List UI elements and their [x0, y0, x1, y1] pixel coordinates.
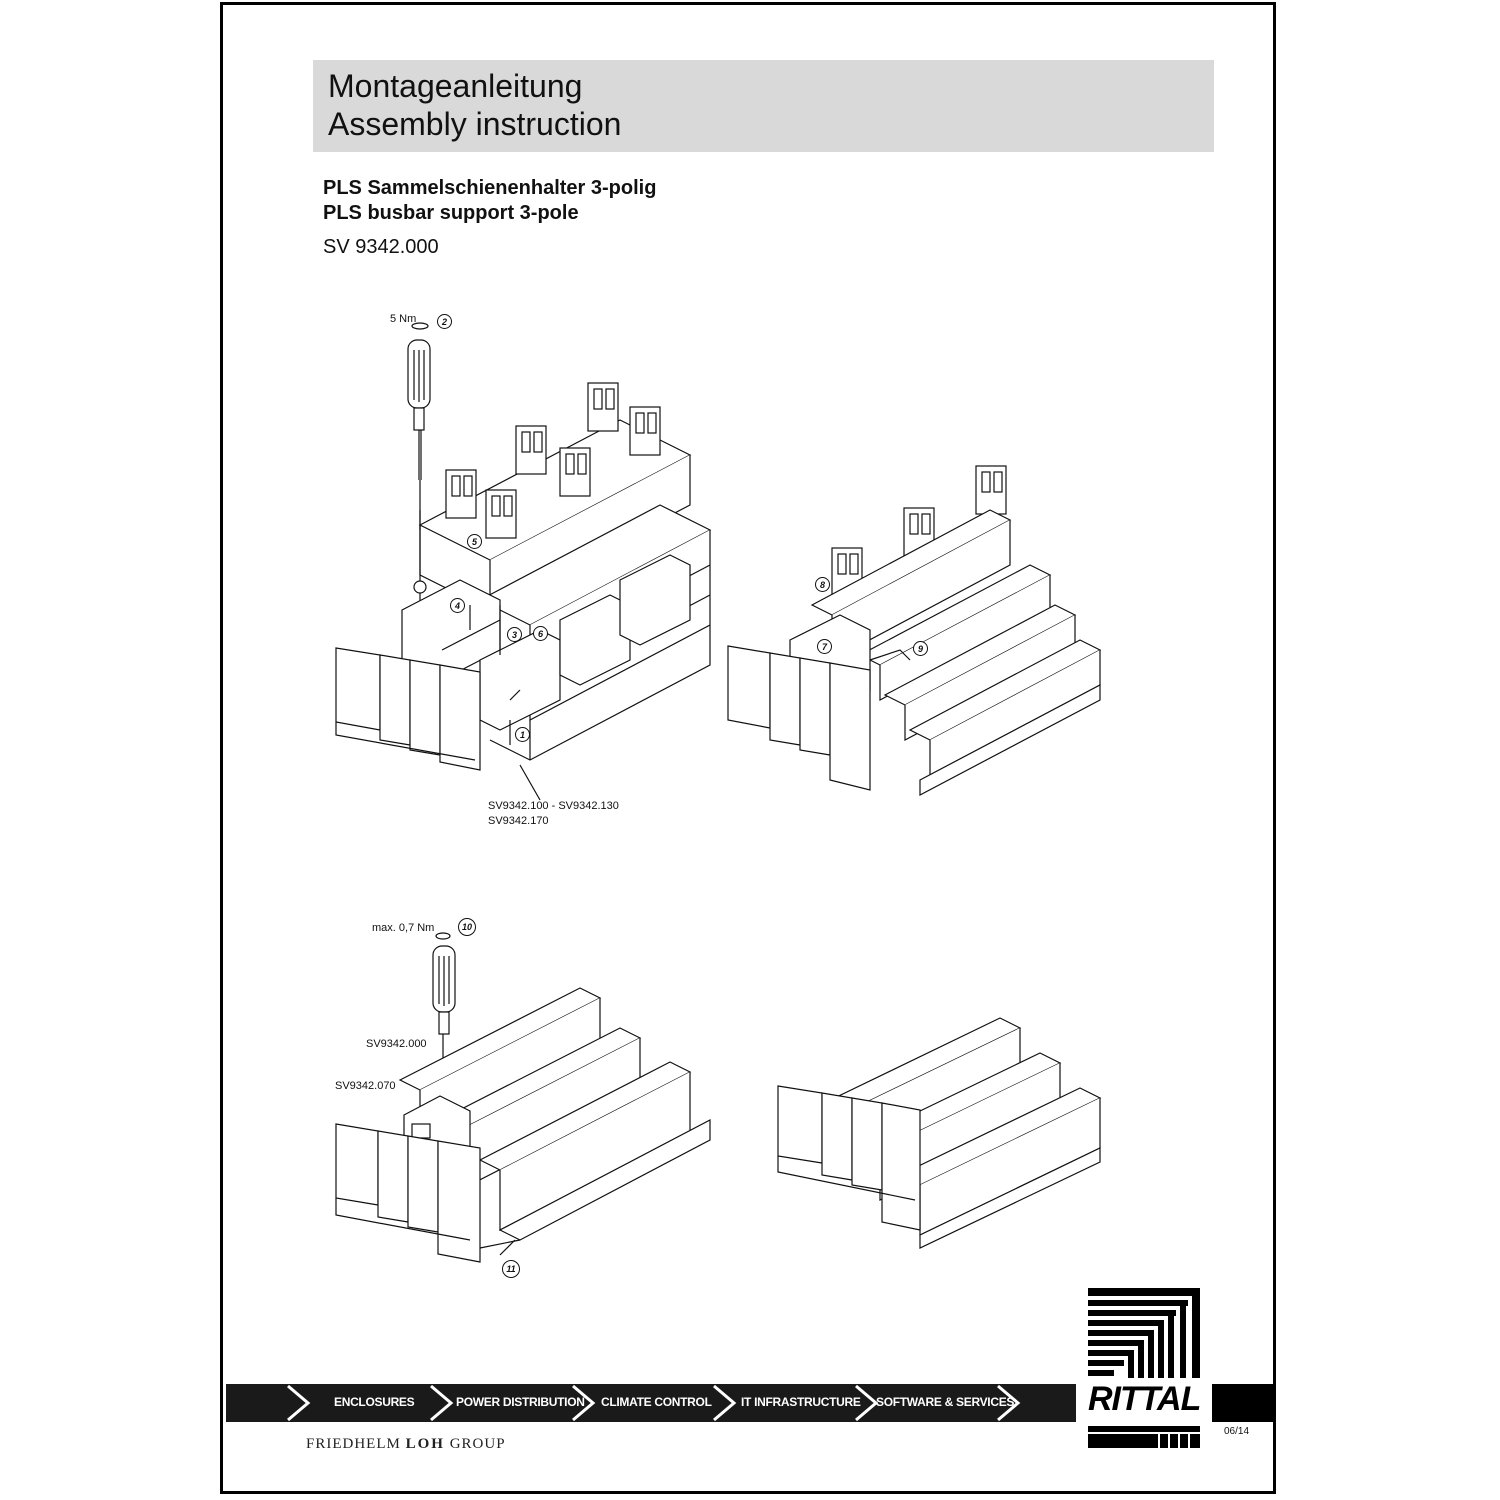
fig2-step-8: 8 — [815, 577, 830, 592]
fig1-part-label-1: SV9342.100 - SV9342.130 — [488, 800, 619, 812]
page-frame — [220, 2, 1276, 1494]
group-name: FRIEDHELM LOH GROUP — [306, 1436, 506, 1453]
fig1-step-1: 1 — [515, 727, 530, 742]
fig3-torque-label: max. 0,7 Nm — [372, 922, 435, 934]
fig1-step-5: 5 — [467, 534, 482, 549]
group-name-mid: LOH — [405, 1436, 445, 1452]
nav-item-power-distribution[interactable]: POWER DISTRIBUTION — [456, 1395, 585, 1409]
date-code: 06/14 — [1224, 1426, 1250, 1437]
nav-item-it-infrastructure[interactable]: IT INFRASTRUCTURE — [741, 1395, 861, 1409]
fig2-step-7: 7 — [817, 639, 832, 654]
fig3-part-label-a: SV9342.000 — [366, 1038, 427, 1050]
fig1-torque-label: 5 Nm — [390, 313, 417, 325]
article-number: SV 9342.000 — [323, 236, 439, 258]
fig1-step-6: 6 — [533, 626, 548, 641]
fig1-step-3: 3 — [507, 627, 522, 642]
group-name-prefix: FRIEDHELM — [306, 1436, 401, 1452]
nav-item-software-services[interactable]: SOFTWARE & SERVICES — [876, 1395, 1015, 1409]
nav-item-enclosures[interactable]: ENCLOSURES — [334, 1395, 415, 1409]
rittal-brand-name: RITTAL — [1088, 1380, 1201, 1418]
fig3-step-11: 11 — [502, 1260, 520, 1278]
footer-nav-bar — [226, 1384, 1076, 1422]
fig2-step-9: 9 — [913, 641, 928, 656]
product-name-english: PLS busbar support 3-pole — [323, 202, 579, 224]
header-band — [313, 60, 1214, 152]
screwdriver-icon — [432, 932, 456, 1090]
fig1-step-2: 2 — [437, 314, 452, 329]
group-name-suffix: GROUP — [449, 1436, 506, 1452]
nav-item-climate-control[interactable]: CLIMATE CONTROL — [601, 1395, 712, 1409]
rittal-logo-icon — [1088, 1288, 1200, 1448]
fig3-part-label-b: SV9342.070 — [335, 1080, 396, 1092]
fig1-step-4: 4 — [450, 598, 465, 613]
logo-right-bar — [1212, 1384, 1276, 1422]
fig3-step-10: 10 — [458, 918, 476, 936]
title-german: Montageanleitung — [328, 68, 583, 104]
title-english: Assembly instruction — [328, 106, 622, 142]
product-name-german: PLS Sammelschienenhalter 3-polig — [323, 177, 657, 199]
fig1-part-label-2: SV9342.170 — [488, 815, 549, 827]
